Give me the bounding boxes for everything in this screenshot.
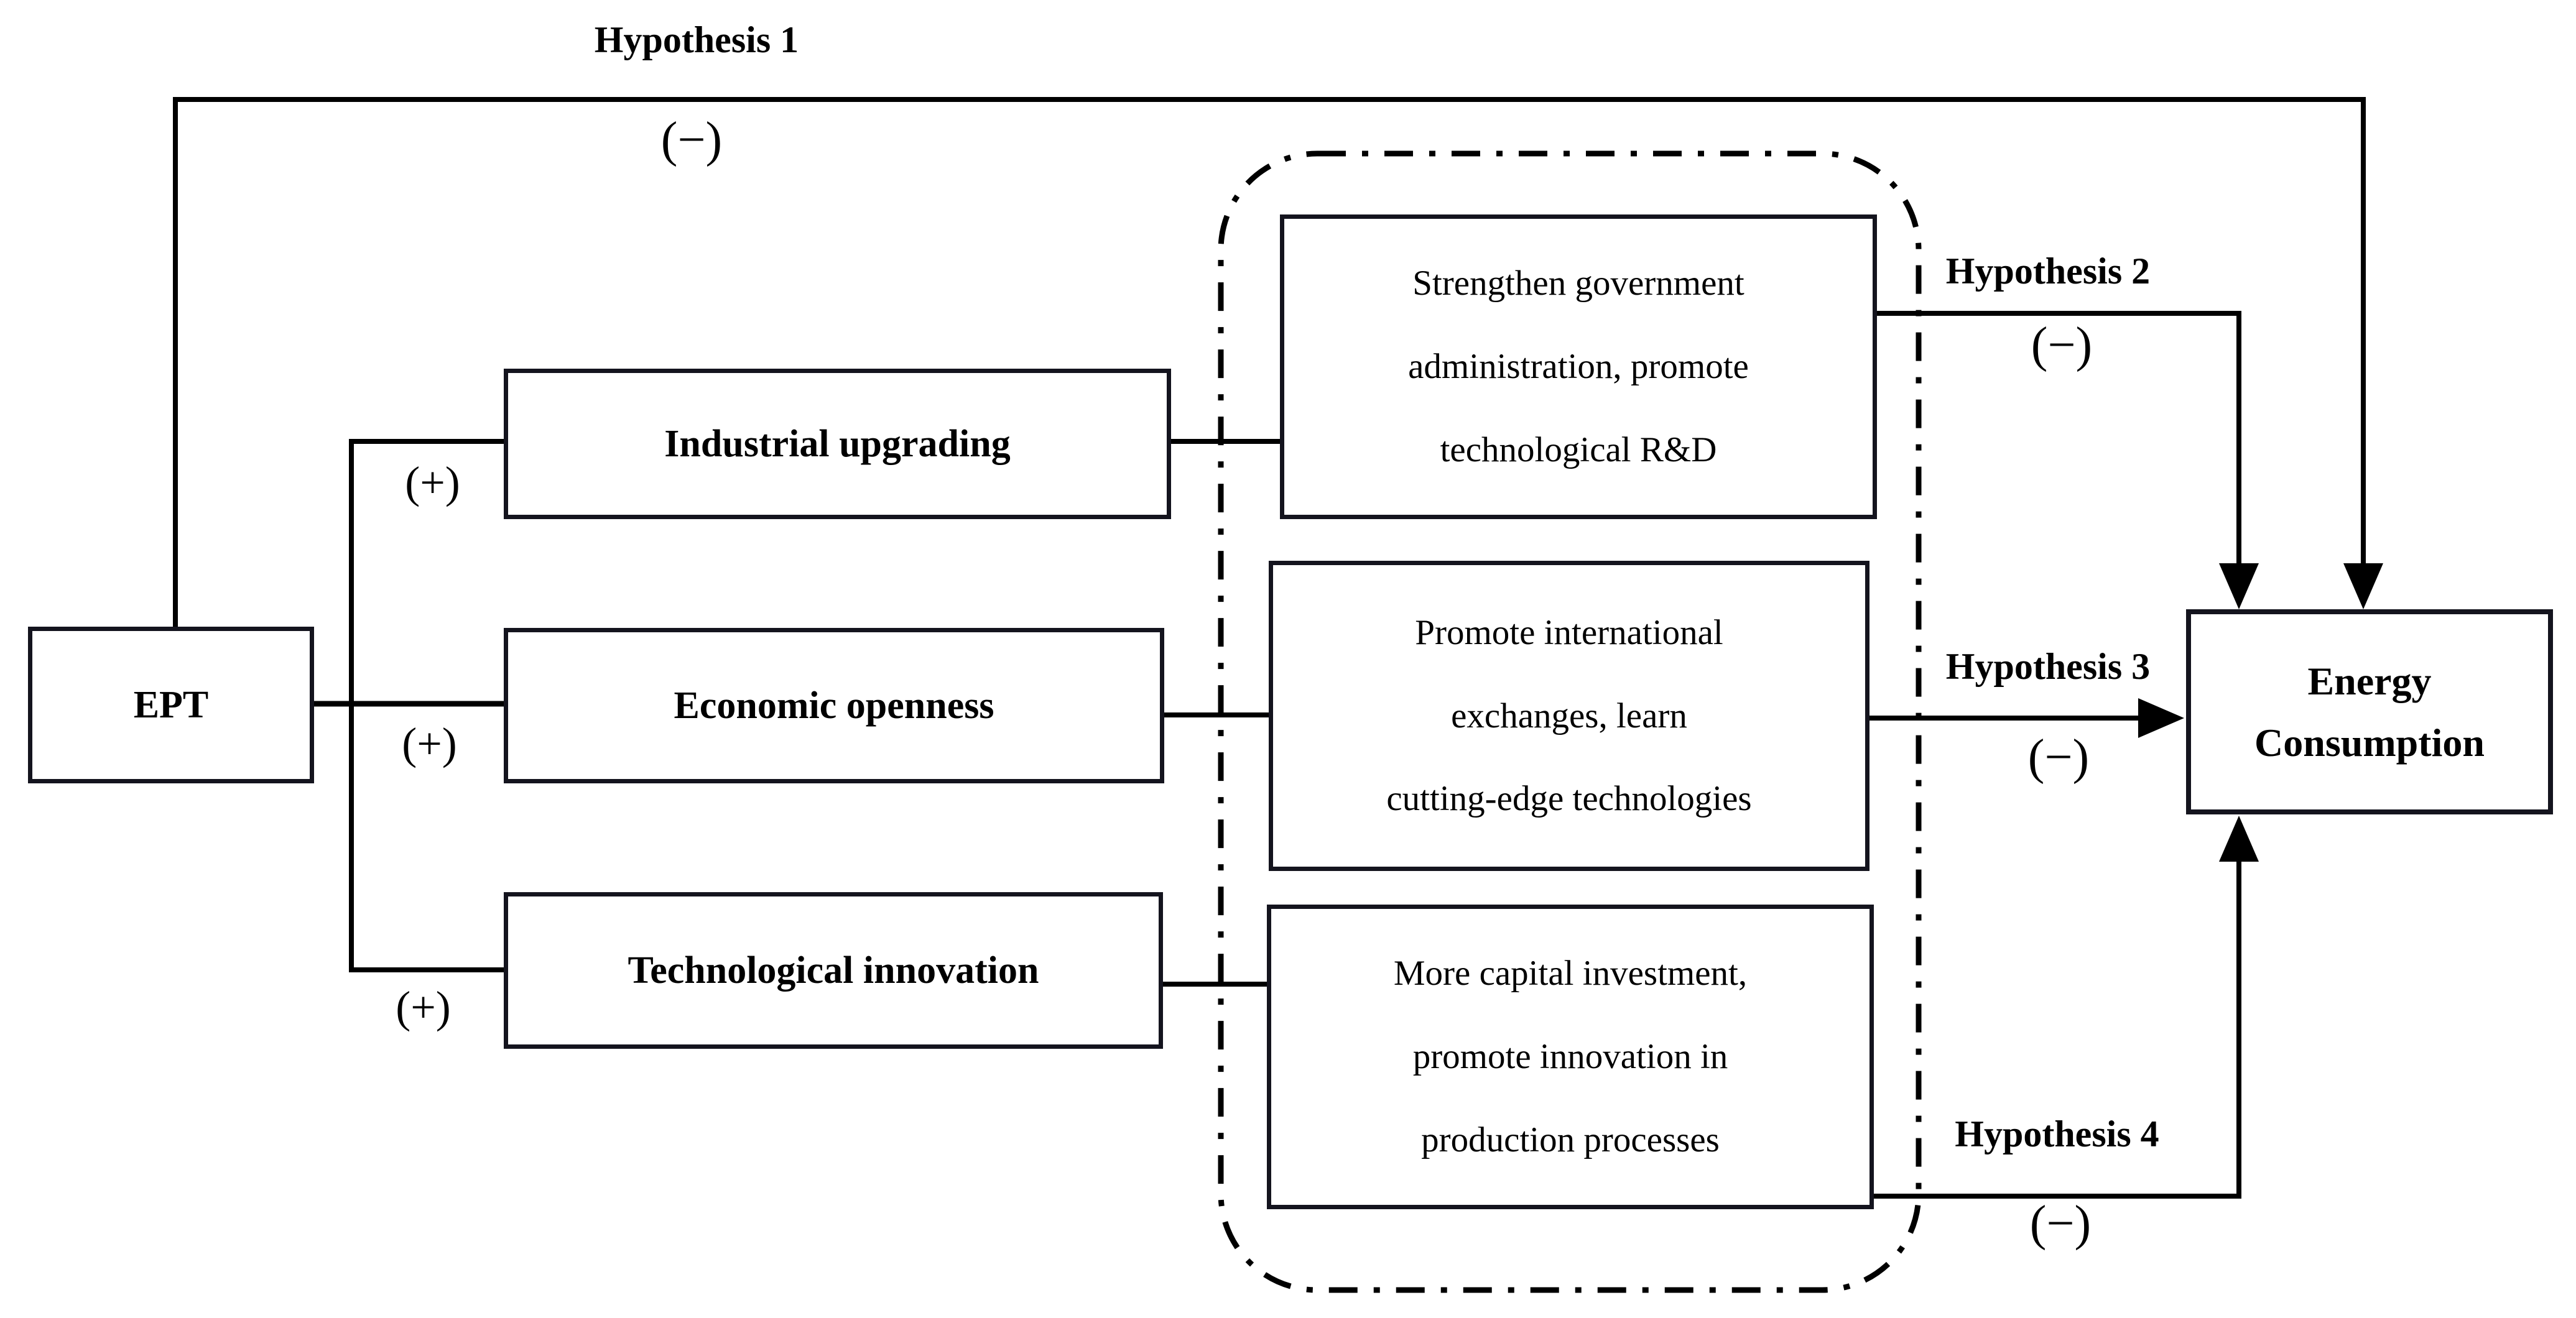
- ept-label: EPT: [133, 683, 209, 726]
- hypothesis-4-label: Hypothesis 4: [1955, 1113, 2159, 1154]
- plus-sign-3: (+): [396, 982, 451, 1032]
- hypothesis-3-label: Hypothesis 3: [1945, 646, 2151, 687]
- technological-innovation-label: Technological innovation: [628, 949, 1039, 992]
- hypothesis-3-arrowhead: [2138, 698, 2184, 738]
- plus-sign-2: (+): [402, 719, 457, 768]
- hypothesis-2-arrowhead: [2219, 563, 2259, 609]
- mechanism-2-line-3: cutting-edge technologies: [1386, 779, 1752, 819]
- mechanism-1-line-1: Strengthen government: [1412, 264, 1744, 303]
- mechanism-3-line-1: More capital investment,: [1393, 954, 1748, 993]
- hypothesis-2-sign: (−): [2031, 318, 2093, 372]
- mediation-dashed-frame: [1218, 150, 1922, 1293]
- plus-sign-1: (+): [405, 458, 460, 507]
- industrial-upgrading-label: Industrial upgrading: [664, 422, 1011, 465]
- economic-openness-box: Economic openness: [504, 628, 1164, 783]
- hypothesis-1-arrowhead: [2343, 563, 2383, 609]
- mechanism-box-1: Strengthen government administration, pr…: [1280, 214, 1877, 519]
- mechanism-box-2: Promote international exchanges, learn c…: [1269, 561, 1869, 871]
- technological-innovation-box: Technological innovation: [504, 892, 1163, 1049]
- mechanism-3-line-2: promote innovation in: [1412, 1037, 1728, 1077]
- hypothesis-1-label: Hypothesis 1: [594, 19, 799, 60]
- energy-consumption-line-1: Energy: [2307, 658, 2432, 703]
- hypothesis-2-label: Hypothesis 2: [1945, 251, 2151, 292]
- hypothesis-3-sign: (−): [2027, 730, 2090, 785]
- mechanism-box-3: More capital investment, promote innovat…: [1267, 905, 1874, 1209]
- mechanism-1-line-2: administration, promote: [1408, 347, 1749, 387]
- economic-openness-label: Economic openness: [674, 684, 994, 727]
- mechanism-3-line-3: production processes: [1421, 1120, 1720, 1159]
- mechanism-2-line-1: Promote international: [1415, 612, 1723, 652]
- industrial-upgrading-box: Industrial upgrading: [504, 369, 1171, 519]
- hypothesis-4-sign: (−): [2029, 1196, 2092, 1251]
- energy-consumption-line-2: Consumption: [2254, 721, 2485, 765]
- hypothesis-4-arrowhead: [2219, 816, 2259, 862]
- mechanism-1-line-3: technological R&D: [1440, 430, 1717, 469]
- hypothesis-4-arrow-line: [1872, 858, 2241, 1199]
- hypothesis-1-arrow-line: [173, 97, 2366, 627]
- hypothesis-2-arrow-line: [1875, 311, 2241, 567]
- ept-box: EPT: [28, 627, 314, 783]
- mechanism-2-line-2: exchanges, learn: [1451, 696, 1687, 735]
- energy-consumption-box: Energy Consumption: [2186, 609, 2553, 814]
- hypothesis-1-sign: (−): [660, 113, 723, 167]
